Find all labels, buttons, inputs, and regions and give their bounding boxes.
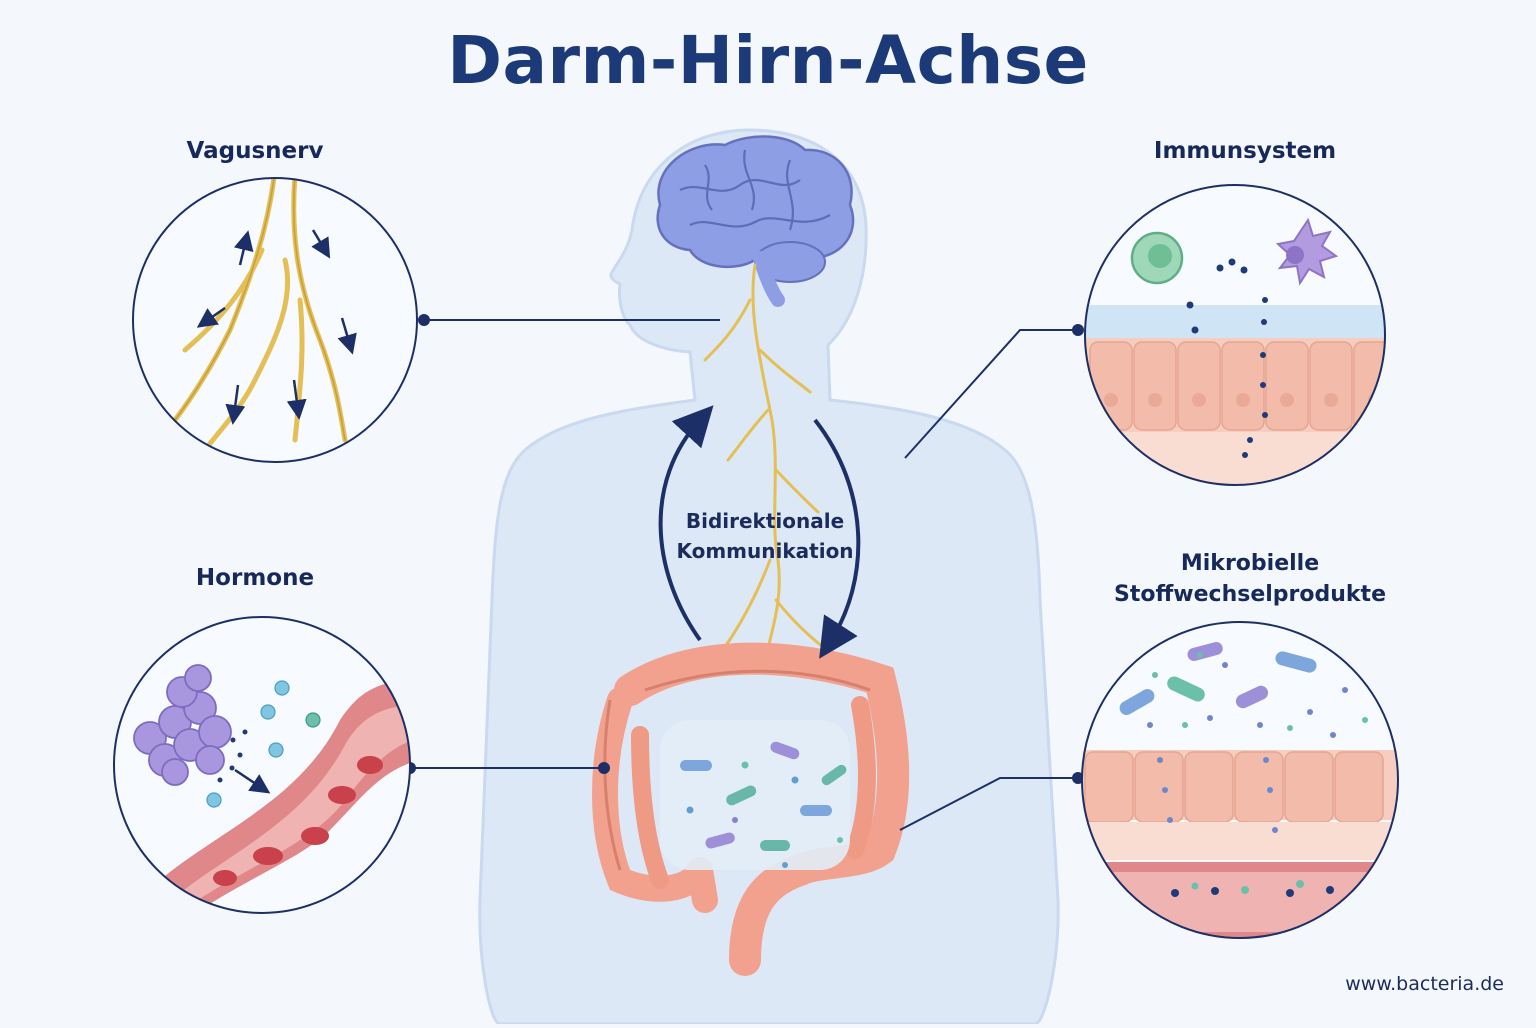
vagus-nerve: [703, 263, 842, 667]
hormone-label: Hormone: [195, 565, 315, 591]
microbial-label: Mikrobielle Stoffwechselprodukte: [1095, 548, 1405, 610]
website-url: www.bacteria.de: [1345, 973, 1504, 995]
body-silhouette: [478, 128, 1060, 1026]
bidirectional-arrows: [658, 405, 861, 659]
brain: [656, 135, 855, 307]
vagus-panel: [132, 177, 418, 463]
microbial-label-line-2: Stoffwechselprodukte: [1114, 582, 1386, 607]
gut-bacteria: [680, 741, 847, 868]
hormone-panel: [113, 616, 411, 914]
bidirectional-label: Bidirektionale Kommunikation: [660, 506, 870, 566]
intestine: [592, 642, 910, 976]
immune-label: Immunsystem: [1153, 138, 1337, 164]
microbes: [1119, 642, 1317, 715]
microbial-label-line-1: Mikrobielle: [1180, 551, 1320, 576]
immune-panel: [1084, 184, 1386, 486]
connector-lines: [404, 314, 1084, 831]
vagus-label: Vagusnerv: [186, 138, 324, 164]
bidirectional-label-line-2: Kommunikation: [676, 539, 854, 563]
page-title: Darm-Hirn-Achse: [447, 22, 1089, 99]
bidirectional-label-line-1: Bidirektionale: [685, 509, 845, 533]
microbial-panel: [1081, 621, 1399, 939]
